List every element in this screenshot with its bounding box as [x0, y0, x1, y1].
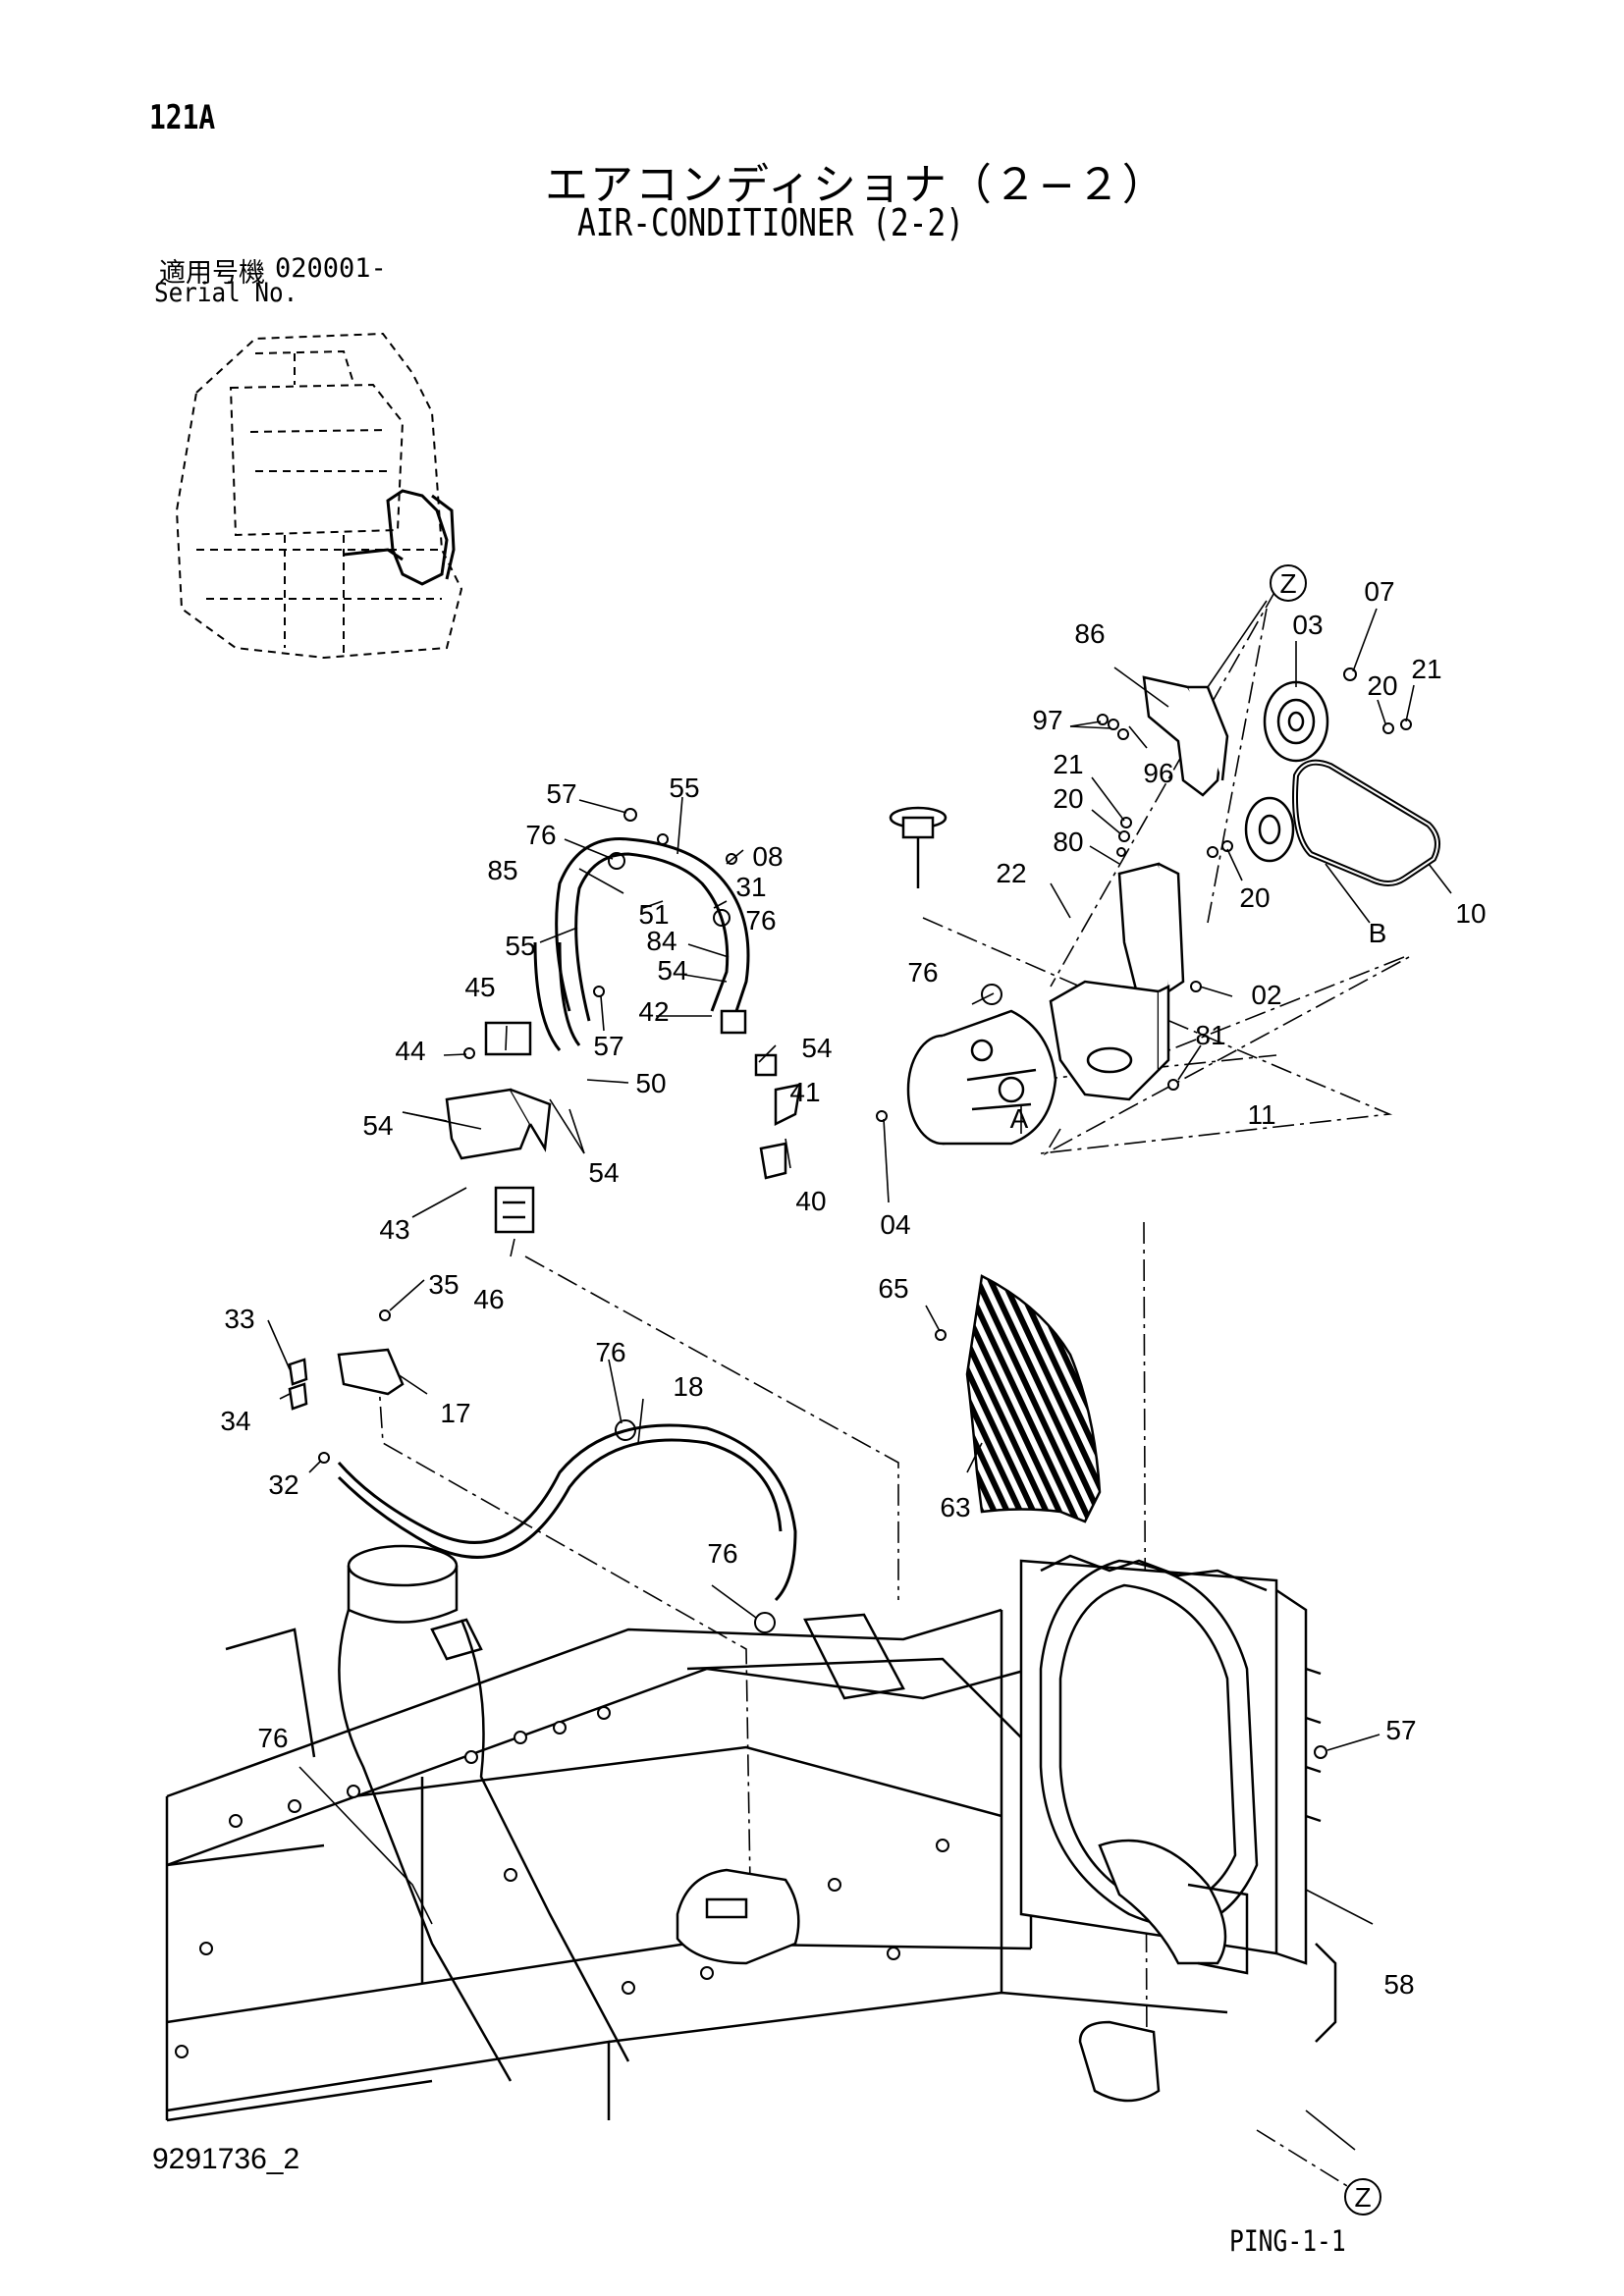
callout-43: 43	[379, 1214, 409, 1245]
callout-55-b: 55	[505, 931, 535, 961]
callout-08: 08	[752, 841, 783, 872]
machine-upper-frame	[165, 1544, 1238, 2122]
idler-pulley-assembly	[1142, 675, 1440, 886]
location-key-ac-highlight	[343, 489, 456, 586]
fastener-hardware	[318, 667, 1412, 1759]
callout-42: 42	[638, 996, 669, 1027]
callout-57-b: 57	[593, 1031, 623, 1061]
callout-76-f: 76	[257, 1723, 288, 1753]
callout-22: 22	[996, 858, 1026, 888]
fittings	[720, 1009, 802, 1180]
callout-54-d: 54	[588, 1157, 619, 1188]
callout-54-a: 54	[657, 955, 687, 986]
page-title-japanese: エアコンディショナ（２−２）	[545, 160, 1167, 210]
callout-81: 81	[1195, 1020, 1225, 1050]
callout-76-a: 76	[525, 820, 556, 850]
callout-32: 32	[268, 1469, 298, 1500]
callout-11: 11	[1247, 1099, 1275, 1130]
compressor-unit	[906, 1009, 1057, 1146]
callout-10: 10	[1455, 898, 1486, 929]
callout-17: 17	[440, 1398, 470, 1428]
callout-40: 40	[795, 1186, 826, 1216]
callout-58: 58	[1383, 1969, 1414, 2000]
callout-54-c: 54	[362, 1110, 393, 1141]
wire-harness	[337, 1423, 797, 1602]
frame-holes	[175, 1706, 949, 2058]
compressor-installed	[676, 1868, 800, 1965]
callout-80: 80	[1053, 827, 1083, 857]
callout-33: 33	[224, 1304, 254, 1334]
callout-A: A	[1010, 1103, 1029, 1134]
sheet-reference: PING-1-1	[1229, 2224, 1346, 2258]
callout-Z-top: Z	[1279, 568, 1296, 599]
callout-07: 07	[1364, 576, 1394, 607]
tension-rod	[889, 806, 947, 888]
view-reference-circles	[1270, 564, 1381, 2216]
callout-86: 86	[1074, 618, 1105, 649]
callout-21-b: 21	[1053, 749, 1083, 779]
callout-18: 18	[673, 1371, 703, 1402]
callout-45: 45	[464, 972, 495, 1002]
callout-02: 02	[1251, 980, 1281, 1010]
mounting-plate	[445, 1021, 552, 1234]
callout-57-c: 57	[1385, 1715, 1416, 1745]
serial-label-english: Serial No.	[154, 278, 298, 308]
callout-31: 31	[735, 872, 766, 902]
callout-20-b: 20	[1053, 783, 1083, 814]
page-number: 121A	[149, 98, 216, 137]
callout-20-a: 20	[1367, 670, 1397, 701]
callout-04: 04	[880, 1209, 910, 1240]
callout-46: 46	[473, 1284, 504, 1314]
callout-76-b: 76	[745, 905, 776, 935]
callout-44: 44	[395, 1036, 425, 1066]
callout-51: 51	[638, 899, 669, 930]
callout-85: 85	[487, 855, 517, 885]
callout-20-c: 20	[1239, 882, 1270, 913]
compressor-bracket	[1049, 862, 1185, 1101]
callout-65: 65	[878, 1273, 908, 1304]
radiator-assembly	[1019, 1554, 1337, 2103]
page-title-english: AIR-CONDITIONER (2-2)	[577, 201, 964, 244]
callout-84: 84	[646, 926, 677, 956]
callout-97: 97	[1032, 705, 1062, 735]
support-bracket	[288, 1348, 405, 1411]
callout-54-b: 54	[801, 1033, 832, 1063]
callout-03: 03	[1292, 610, 1323, 640]
callout-55-a: 55	[669, 773, 699, 803]
callout-57-a: 57	[546, 778, 576, 809]
callout-76-c: 76	[907, 957, 938, 988]
callout-76-d: 76	[595, 1337, 625, 1367]
fan-shroud-grille	[965, 1274, 1102, 1523]
callout-Z-bottom: Z	[1354, 2182, 1371, 2213]
callout-96: 96	[1143, 758, 1173, 788]
callout-50: 50	[635, 1068, 666, 1098]
serial-range: 020001-	[275, 253, 387, 284]
callout-B: B	[1369, 918, 1387, 948]
callout-63: 63	[940, 1492, 970, 1522]
callout-41: 41	[789, 1077, 820, 1107]
callout-76-e: 76	[707, 1538, 737, 1569]
callout-21-a: 21	[1411, 654, 1441, 684]
leader-lines	[267, 600, 1452, 2151]
callout-labels: Z 07 03 86 20 21 97 96 21 20 80 22 20 B …	[220, 568, 1486, 2213]
document-id: 9291736_2	[152, 2143, 300, 2175]
serial-label-japanese: 適用号機	[159, 258, 265, 289]
callout-35: 35	[428, 1269, 459, 1300]
callout-34: 34	[220, 1406, 250, 1436]
